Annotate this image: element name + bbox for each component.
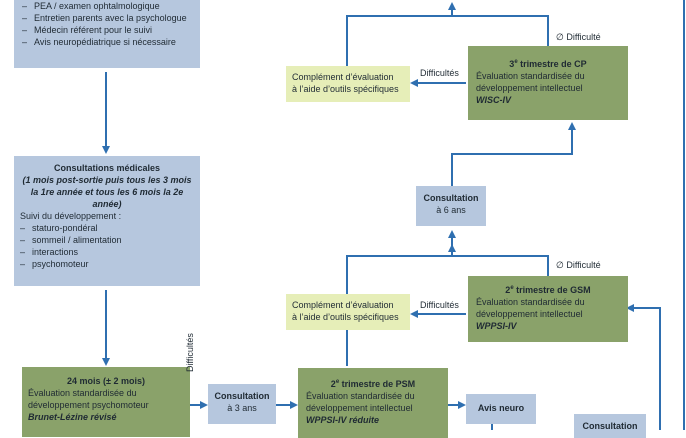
consult6-line1: Consultation — [423, 193, 479, 203]
box-consultations-medicales: Consultations médicales (1 mois post-sor… — [14, 156, 200, 286]
box-24-mois: 24 mois (± 2 mois) Évaluation standardis… — [22, 367, 190, 437]
m24-line2: développement psychomoteur — [28, 400, 149, 410]
consult3-line1: Consultation — [214, 391, 270, 401]
complement-mid-line1: Complément d’évaluation — [292, 300, 394, 310]
arrow-right-to-gsm — [626, 304, 661, 430]
arrow-gsm-to-6ans — [448, 230, 549, 276]
cp-test: WISC-IV — [476, 95, 511, 105]
m24-line1: Évaluation standardisée du — [28, 388, 137, 398]
consultations-subtitle-1: (1 mois post-sortie puis tous les 3 mois — [22, 175, 192, 185]
gsm-title-sup: e — [510, 285, 514, 291]
psm-line1: Évaluation standardisée du — [306, 391, 415, 401]
box-consultation-bottom: Consultation — [574, 414, 646, 438]
gsm-test: WPPSI-IV — [476, 321, 517, 331]
box-complement-top: Complément d’évaluation à l’aide d’outil… — [286, 66, 410, 102]
psm-test: WPPSI-IV réduite — [306, 415, 380, 425]
item-sommeil: sommeil / alimentation — [20, 234, 194, 246]
item-interactions: interactions — [20, 246, 194, 258]
label-difficultes-mid: Difficultés — [420, 300, 459, 310]
item-medecin: Médecin référent pour le suivi — [22, 24, 192, 36]
cp-title-post: trimestre de CP — [517, 59, 587, 69]
gsm-title-pre: 2 — [505, 285, 511, 295]
label-difficultes-top: Difficultés — [420, 68, 459, 78]
complement-top-line1: Complément d’évaluation — [292, 72, 394, 82]
box-consultation-6ans: Consultation à 6 ans — [416, 186, 486, 226]
item-staturo: staturo-pondéral — [20, 222, 194, 234]
box-cp: 3e trimestre de CP Évaluation standardis… — [468, 46, 628, 120]
box-gsm: 2e trimestre de GSM Évaluation standardi… — [468, 276, 628, 342]
m24-title: 24 mois (± 2 mois) — [67, 376, 145, 386]
cp-title-sup: e — [514, 59, 518, 65]
cp-title: 3e trimestre de CP — [476, 56, 620, 70]
arrow-6ans-to-cp — [451, 122, 576, 186]
arrow-complement-top-up — [346, 2, 456, 66]
psm-line2: développement intellectuel — [306, 403, 413, 413]
gsm-line2: développement intellectuel — [476, 309, 583, 319]
avis-neuro-label: Avis neuro — [477, 403, 525, 413]
gsm-title: 2e trimestre de GSM — [476, 282, 620, 296]
box-examens-initiaux: PEA / examen ophtalmologique Entretien p… — [14, 0, 200, 68]
psm-title-sup: e — [335, 379, 340, 385]
gsm-title-post: trimestre de GSM — [513, 285, 591, 295]
suivi-label: Suivi du développement : — [20, 211, 122, 221]
gsm-line1: Évaluation standardisée du — [476, 297, 585, 307]
arrow-cp-up — [452, 15, 549, 46]
cp-line1: Évaluation standardisée du — [476, 71, 585, 81]
box-avis-neuro: Avis neuro — [466, 394, 536, 424]
complement-mid-line2: à l’aide d’outils spécifiques — [292, 312, 399, 322]
consult3-line2: à 3 ans — [227, 403, 257, 413]
cp-line2: développement intellectuel — [476, 83, 583, 93]
psm-title-post: trimestre de PSM — [339, 379, 416, 389]
box-complement-mid: Complément d’évaluation à l’aide d’outil… — [286, 294, 410, 330]
psm-title-pre: 2 — [330, 379, 336, 389]
box-consultation-3ans: Consultation à 3 ans — [208, 384, 276, 424]
label-no-difficulte-mid: ∅ Difficulté — [556, 260, 601, 270]
consultations-title: Consultations médicales — [53, 163, 161, 173]
consultations-subtitle-2: la 1re année et tous les 6 mois la 2e an… — [30, 187, 184, 209]
box-psm: 2e trimestre de PSM Évaluation standardi… — [298, 368, 448, 438]
complement-top-line2: à l’aide d’outils spécifiques — [292, 84, 399, 94]
m24-test: Brunet-Lézine révisé — [28, 412, 117, 422]
consult6-line2: à 6 ans — [436, 205, 466, 215]
cp-title-pre: 3 — [509, 59, 515, 69]
psm-title: 2e trimestre de PSM — [306, 376, 440, 390]
label-no-difficulte-top: ∅ Difficulté — [556, 32, 601, 42]
item-entretien: Entretien parents avec la psychologue — [22, 12, 192, 24]
item-psychomoteur: psychomoteur — [20, 258, 194, 270]
consultation-bottom-label: Consultation — [582, 421, 638, 431]
item-pea: PEA / examen ophtalmologique — [22, 0, 192, 12]
item-avis-neuro: Avis neuropédiatrique si nécessaire — [22, 36, 192, 48]
label-difficultes-vertical: Difficultés — [185, 333, 195, 372]
